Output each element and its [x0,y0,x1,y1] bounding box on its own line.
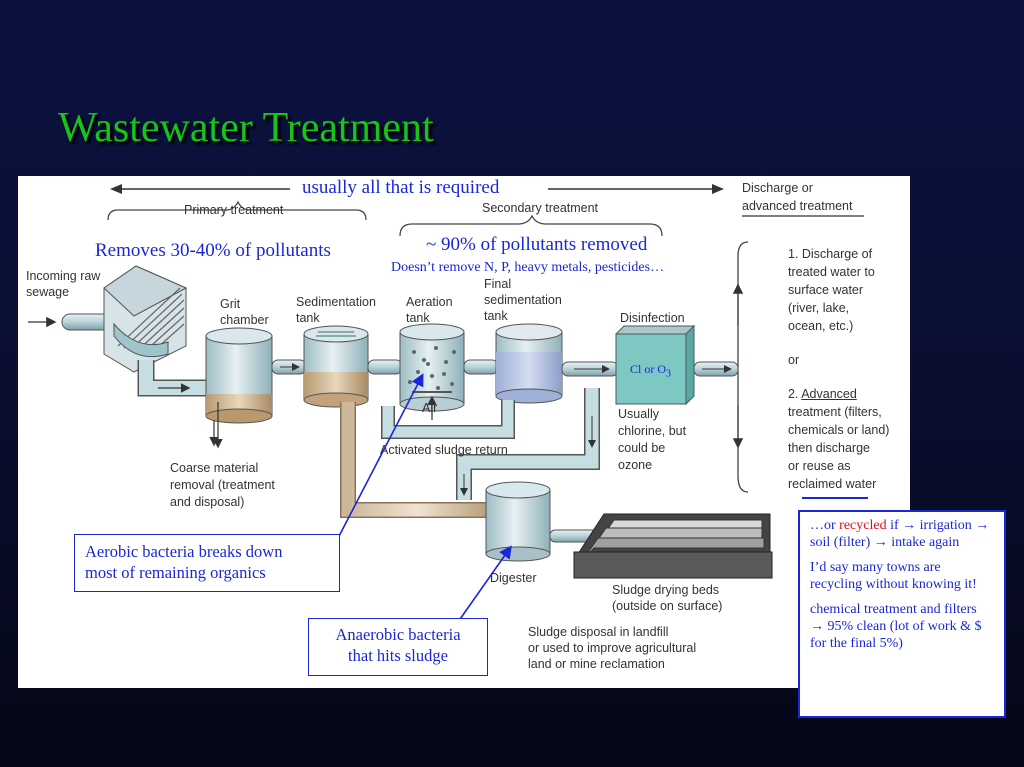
option-2-line-1: 2. Advanced [788,386,857,402]
discharge-heading-2: advanced treatment [742,199,853,213]
usually-label-2: chlorine, but [618,424,687,438]
primary-treatment-label: Primary treatment [184,203,284,217]
disposal-label-3: land or mine reclamation [528,657,665,671]
aerobic-callout: Aerobic bacteria breaks down most of rem… [74,534,340,592]
sludge-drying-beds [573,513,773,579]
option-2-line-5: or reuse as [788,459,851,473]
coarse-label-2: removal (treatment [170,478,275,492]
disinfectant-label: Cl or O3 [630,362,671,380]
sedimentation-label-1: Sedimentation [296,295,376,309]
aerobic-line-1: Aerobic bacteria breaks down [85,542,283,561]
note-text-b: if → irrigation → soil (filter) → intake… [810,518,990,550]
usually-label-3: could be [618,441,666,455]
aeration-label-1: Aeration [406,295,453,309]
top-span-arrow [110,184,724,194]
grit-label-2: chamber [220,313,269,327]
secondary-brace [399,214,663,237]
note-text-a: …or [810,518,840,533]
incoming-label-2: sewage [26,285,70,299]
anaerobic-pointer [457,545,512,623]
sedimentation-label-2: tank [296,311,320,325]
recycling-note-line-3: chemical treatment and filters → 95% cle… [810,602,982,651]
option-2-advanced: Advanced [801,387,857,401]
drying-label-2: (outside on surface) [612,599,723,613]
coarse-label-1: Coarse material [170,461,259,475]
recycling-note-line-2: I’d say many towns are recycling without… [810,560,977,592]
incoming-label-1: Incoming raw [26,269,101,283]
air-label: Air [422,401,438,415]
activated-sludge-label: Activated sludge return [380,443,508,457]
final-sedimentation-tank [495,323,563,404]
option-1-line-1: 1. Discharge of [788,247,873,261]
digester [485,481,551,562]
recycling-note: …or recycled if → irrigation → soil (fil… [798,510,1006,718]
slide-title: Wastewater Treatment [58,105,434,151]
aeration-label-2: tank [406,311,430,325]
grit-label-1: Grit [220,297,241,311]
coarse-label-3: and disposal) [170,495,245,509]
usually-label-4: ozone [618,458,653,472]
option-1-line-4: (river, lake, [788,301,850,315]
recycled-word: recycled [839,518,887,533]
disinfection-unit [614,324,696,406]
option-or: or [788,353,800,367]
treatment-diagram: usually all that is required Discharge o… [18,176,910,688]
bar-screen [28,265,188,373]
anaerobic-line-2: that hits sludge [348,646,448,665]
recycling-note-line-1: …or recycled if → irrigation → soil (fil… [810,517,994,551]
option-2-line-3: chemicals or land) [788,423,890,437]
aerobic-pointer [335,373,424,543]
primary-removal-note: Removes 30-40% of pollutants [95,240,331,261]
primary-brace [107,200,367,221]
final-label-2: sedimentation [484,293,562,307]
discharge-heading-1: Discharge or [742,181,813,195]
secondary-treatment-label: Secondary treatment [482,201,599,215]
secondary-removal-note: ~ 90% of pollutants removed [426,234,648,255]
not-removed-note: Doesn’t remove N, P, heavy metals, pesti… [391,260,665,275]
digester-label: Digester [490,571,537,585]
aerobic-line-2: most of remaining organics [85,563,266,582]
sedimentation-tank [303,325,369,408]
option-1-line-5: ocean, etc.) [788,319,854,333]
subscript: 3 [666,368,671,380]
process-drawing [28,184,868,623]
final-label-3: tank [484,309,508,323]
usually-label-1: Usually [618,407,659,421]
drying-label-1: Sludge drying beds [612,583,720,597]
anaerobic-callout: Anaerobic bacteria that hits sludge [308,618,488,676]
disinfection-label: Disinfection [620,311,685,325]
disposal-label-2: or used to improve agricultural [528,641,697,655]
anaerobic-line-1: Anaerobic bacteria [335,625,461,644]
required-span-label: usually all that is required [302,177,500,198]
options-bracket [732,241,749,493]
disposal-label-1: Sludge disposal in landfill [528,625,669,639]
grit-chamber [205,327,273,447]
option-1-line-3: surface water [788,283,864,297]
option-2-line-4: then discharge [788,441,871,455]
final-label-1: Final [484,277,512,291]
option-2-number: 2. [788,387,802,401]
option-2-line-6: reclaimed water [788,477,877,491]
option-2-line-2: treatment (filters, [788,405,882,419]
option-1-line-2: treated water to [788,265,875,279]
